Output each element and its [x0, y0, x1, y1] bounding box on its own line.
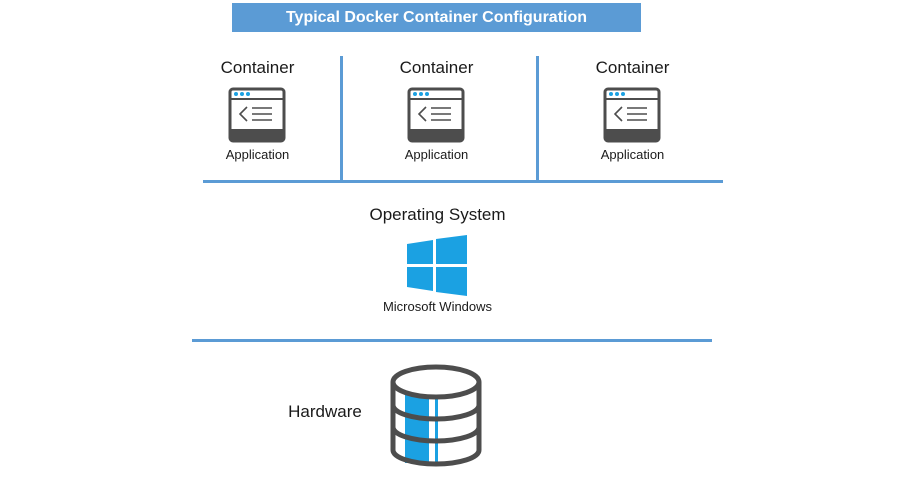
database-icon	[390, 364, 482, 467]
container-divider	[536, 56, 539, 182]
os-name: Microsoft Windows	[382, 299, 493, 314]
windows-logo-icon	[407, 235, 467, 296]
container-2-label: Container	[399, 58, 474, 77]
container-divider	[340, 56, 343, 182]
os-label: Operating System	[369, 205, 506, 224]
hardware-label: Hardware	[288, 402, 362, 421]
container-1-app-label: Application	[225, 147, 290, 162]
application-window-icon	[407, 87, 465, 143]
diagram-title: Typical Docker Container Configuration	[232, 3, 641, 32]
container-3-app-label: Application	[600, 147, 665, 162]
container-1-label: Container	[220, 58, 295, 77]
container-os-separator	[203, 180, 723, 183]
application-window-icon	[228, 87, 286, 143]
os-hardware-separator	[192, 339, 712, 342]
container-2-app-label: Application	[404, 147, 469, 162]
container-3-label: Container	[595, 58, 670, 77]
application-window-icon	[603, 87, 661, 143]
